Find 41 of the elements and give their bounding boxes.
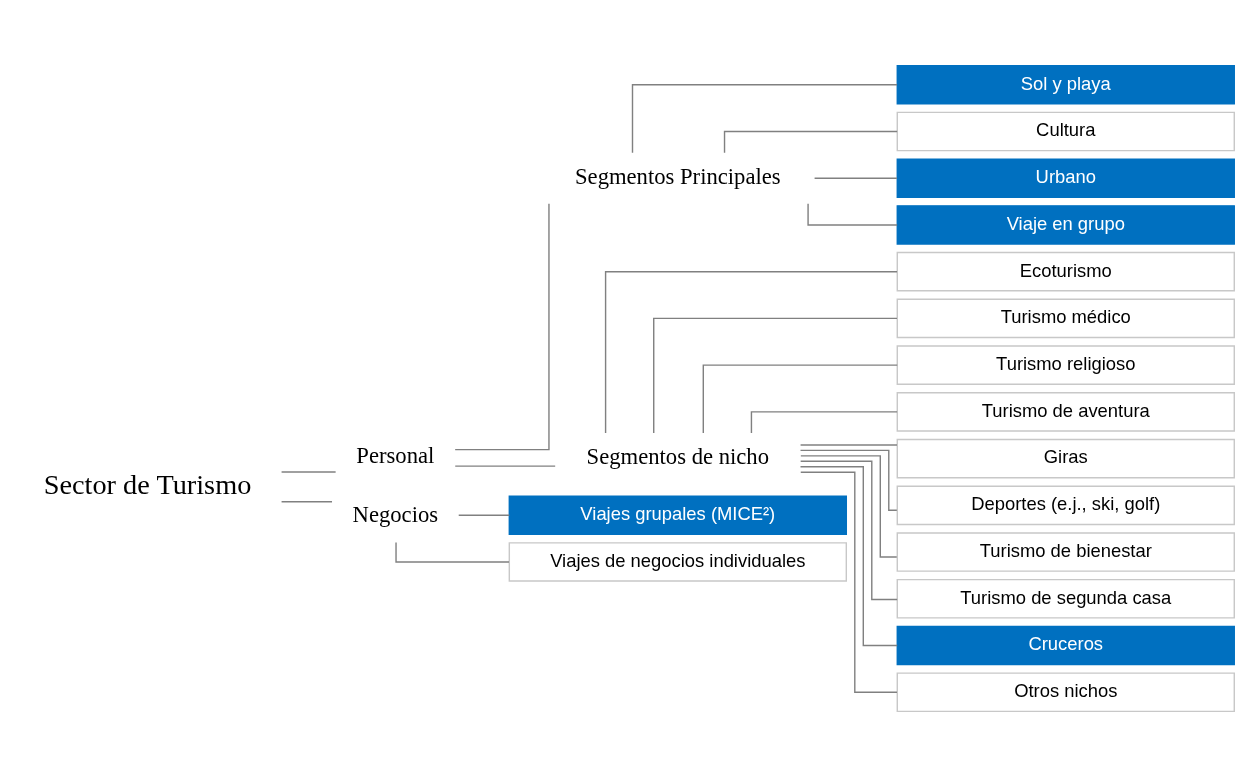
- connector: [799, 460, 898, 600]
- connector: [631, 83, 898, 153]
- connector: [750, 410, 898, 434]
- node-text: Negocios: [352, 501, 439, 527]
- connector: [653, 317, 898, 434]
- connector: [280, 470, 337, 473]
- connector: [799, 449, 898, 511]
- connector: [807, 202, 898, 226]
- connector: [723, 130, 898, 153]
- connector: [280, 500, 333, 502]
- connector: [800, 471, 898, 693]
- node-box: Sol y playa: [896, 64, 1235, 105]
- node-box: Viajes de negocios individuales: [508, 541, 847, 582]
- connector: [604, 270, 898, 434]
- node-box: Turismo de aventura: [896, 391, 1235, 432]
- node-text: Segmentos de nicho: [586, 443, 769, 469]
- connector: [702, 363, 898, 434]
- node-box: Turismo religioso: [896, 344, 1235, 385]
- connector: [813, 177, 898, 179]
- connector: [454, 202, 550, 450]
- node-box: Otros nichos: [896, 671, 1235, 712]
- node-box: Ecoturismo: [896, 251, 1235, 291]
- connector: [395, 541, 510, 563]
- node-box: Viajes grupales (MICE²): [508, 494, 847, 535]
- connector: [458, 514, 510, 516]
- connector: [454, 464, 556, 467]
- node-box: Turismo médico: [896, 298, 1235, 338]
- node-box: Turismo de bienestar: [896, 531, 1235, 572]
- node-box: Cruceros: [896, 625, 1235, 665]
- node-text: Segmentos Principales: [574, 163, 781, 189]
- node-box: Giras: [896, 438, 1235, 478]
- node-box: Cultura: [896, 111, 1235, 151]
- connector: [799, 443, 898, 446]
- node-text: Personal: [356, 442, 435, 468]
- connector: [800, 454, 898, 558]
- node-box: Urbano: [896, 157, 1235, 198]
- node-box: Turismo de segunda casa: [896, 578, 1235, 619]
- connector: [799, 465, 898, 646]
- node-text: Sector de Turismo: [43, 468, 252, 500]
- node-box: Viaje en grupo: [896, 204, 1235, 245]
- node-box: Deportes (e.j., ski, golf): [896, 485, 1235, 525]
